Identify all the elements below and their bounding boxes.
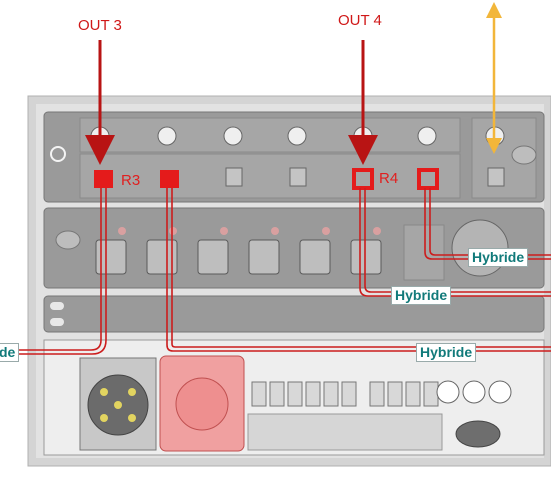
- hybride-cables: [0, 188, 551, 355]
- hybride-label-left: de: [0, 343, 20, 362]
- out4-label: OUT 4: [338, 12, 382, 29]
- network-double-arrow: [486, 2, 502, 154]
- speaker-output-unit: [43, 207, 545, 289]
- r4-marker-2: [417, 168, 439, 190]
- hybride-label-1: Hybride: [468, 248, 529, 267]
- r4-marker-1: [352, 168, 374, 190]
- r3-marker-1: [94, 170, 113, 188]
- blank-panel: [43, 295, 545, 333]
- hybride-label-2: Hybride: [391, 286, 452, 305]
- r4-label: R4: [379, 170, 399, 187]
- r3-label: R3: [121, 172, 141, 189]
- audio-patch-unit: [43, 111, 545, 203]
- out3-label: OUT 3: [78, 17, 122, 34]
- hybride-label-3: Hybride: [416, 343, 477, 362]
- r3-marker-2: [160, 170, 179, 188]
